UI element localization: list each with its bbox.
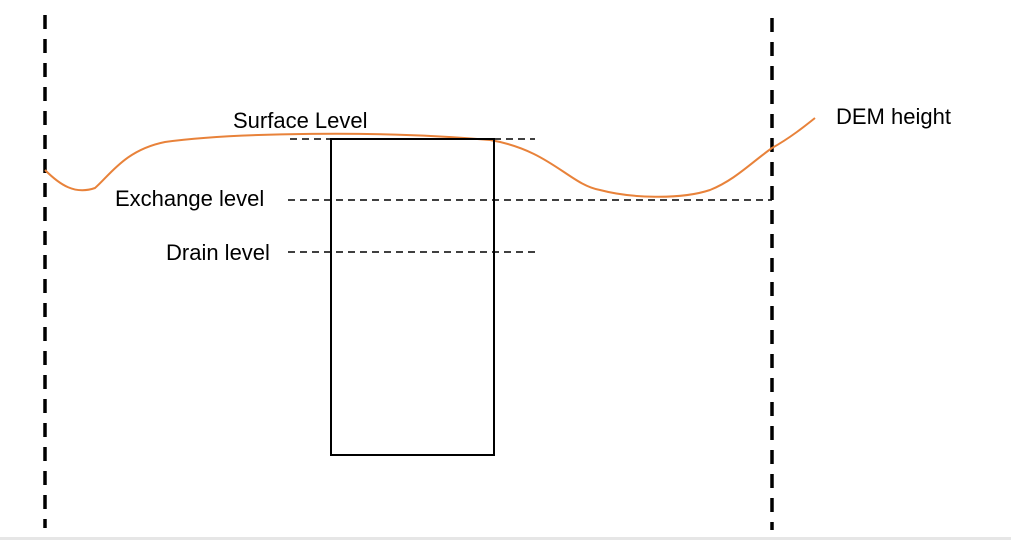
bottom-divider — [0, 537, 1011, 540]
drain-box — [330, 138, 495, 456]
surface-level-label: Surface Level — [233, 108, 368, 133]
dem-height-label: DEM height — [836, 104, 951, 129]
exchange-level-label: Exchange level — [115, 186, 264, 211]
dem-height-curve — [44, 117, 816, 198]
drain-level-label: Drain level — [166, 240, 270, 265]
